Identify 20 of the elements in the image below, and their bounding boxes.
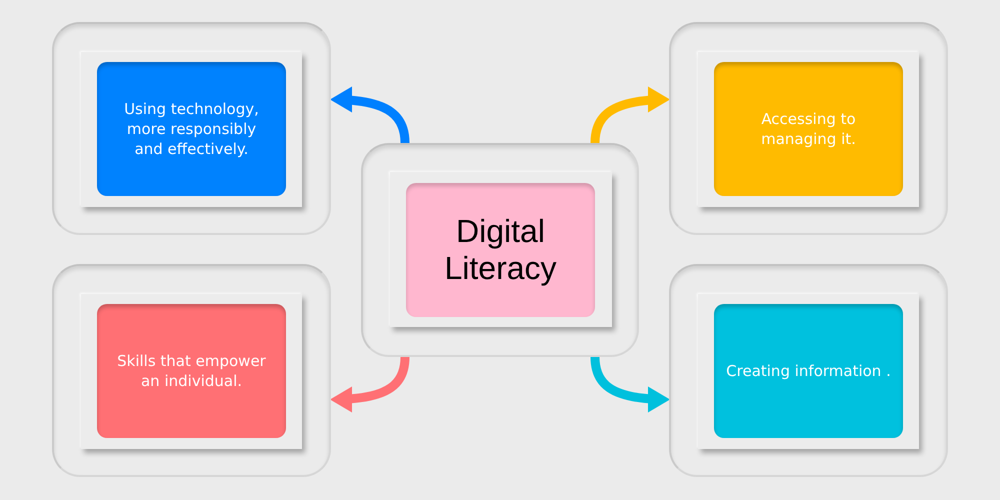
rounded-frame	[52, 22, 331, 235]
card-panel	[81, 294, 302, 449]
rounded-frame	[361, 143, 639, 357]
topic-panel	[714, 304, 903, 438]
rounded-frame	[52, 264, 331, 477]
card-panel	[390, 172, 612, 327]
title-text: Digital Literacy	[443, 213, 558, 287]
topic-panel	[97, 304, 286, 438]
title-panel	[406, 183, 595, 317]
rounded-frame	[669, 22, 948, 235]
topic-panel	[714, 62, 903, 196]
rounded-frame	[669, 264, 948, 477]
card-panel	[81, 52, 302, 207]
topic-panel	[97, 62, 286, 196]
card-panel	[698, 294, 919, 449]
topic-text: Accessing to managing it.	[760, 109, 857, 149]
topic-text: Creating information .	[726, 361, 891, 381]
topic-text: Using technology, more responsibly and effectively.	[123, 99, 260, 159]
card-panel	[698, 52, 919, 207]
topic-text: Skills that empower an individual.	[116, 351, 267, 391]
